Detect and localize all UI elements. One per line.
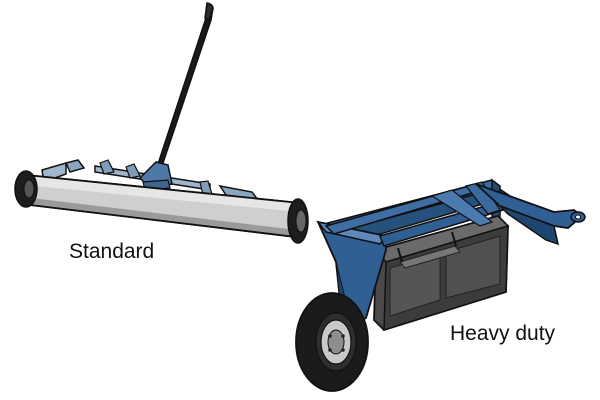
heavy-frame-front bbox=[316, 181, 586, 328]
heavy-duty-label: Heavy duty bbox=[450, 322, 556, 345]
heavy-magnet-housing bbox=[373, 214, 510, 332]
heavy-duty-magnetic-sweeper bbox=[295, 178, 586, 392]
standard-right-wheel bbox=[287, 198, 309, 244]
standard-magnetic-sweeper bbox=[14, 2, 309, 244]
heavy-wheel bbox=[295, 292, 369, 392]
standard-left-wheel bbox=[14, 170, 38, 208]
standard-label: Standard bbox=[69, 240, 155, 263]
standard-handle bbox=[157, 2, 214, 168]
